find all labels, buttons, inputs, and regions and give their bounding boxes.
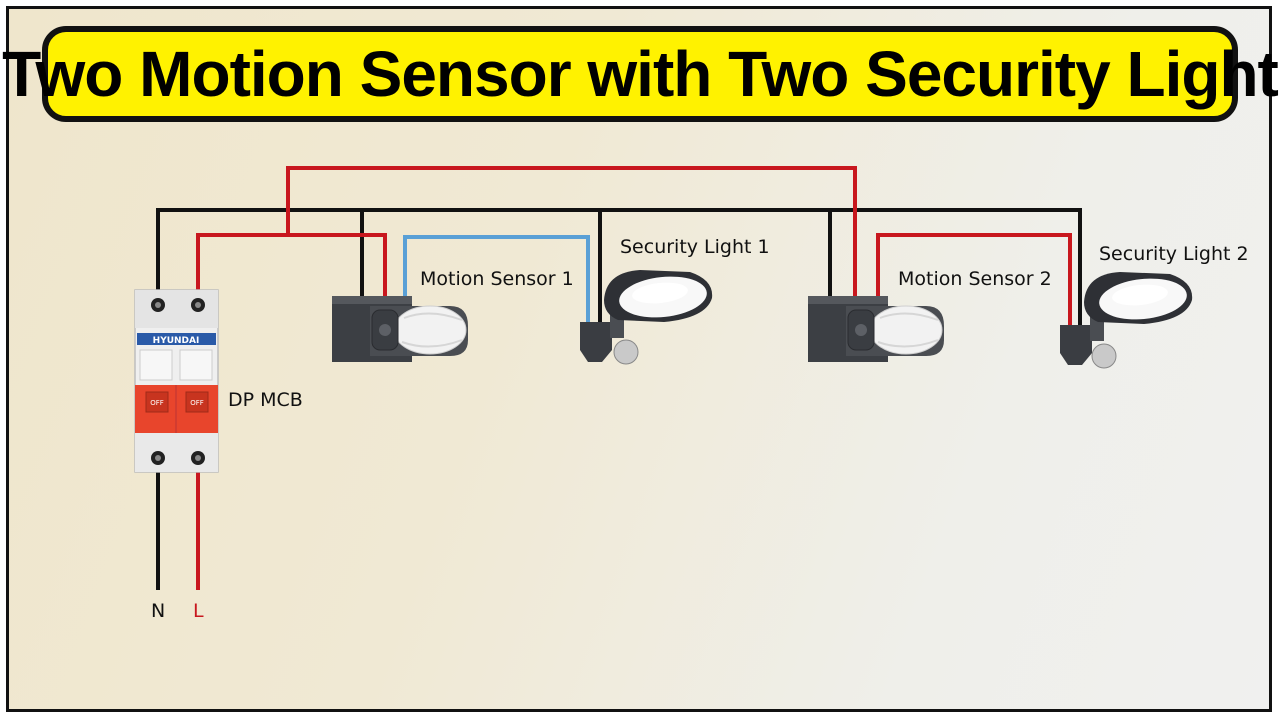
- page-title: Two Motion Sensor with Two Security Ligh…: [2, 38, 1279, 110]
- title-banner: Two Motion Sensor with Two Security Ligh…: [2, 26, 1279, 122]
- motion-sensor-2[interactable]: [808, 296, 944, 362]
- mcb-brand: HYUNDAI: [153, 336, 200, 346]
- security-light-2[interactable]: [1060, 272, 1193, 369]
- security-light-2-label: Security Light 2: [1099, 243, 1249, 265]
- mcb-switch-1-label: OFF: [150, 399, 164, 407]
- neutral-label: N: [151, 600, 166, 622]
- live-label: L: [193, 600, 204, 622]
- live-wire-supply: [196, 233, 387, 590]
- switched-wire-light-2: [876, 233, 1072, 325]
- mcb-switch-2-label: OFF: [190, 399, 204, 407]
- live-wire-link: [286, 166, 857, 300]
- neutral-wire-bus: [156, 208, 1082, 590]
- motion-sensor-1-label: Motion Sensor 1: [420, 268, 574, 290]
- motion-sensor-2-label: Motion Sensor 2: [898, 268, 1052, 290]
- dp-mcb[interactable]: HYUNDAI OFF OFF: [134, 289, 219, 473]
- security-light-1[interactable]: [580, 270, 713, 365]
- security-light-1-label: Security Light 1: [620, 236, 770, 258]
- switched-wire-light-1: [403, 235, 590, 322]
- motion-sensor-1[interactable]: [332, 296, 468, 362]
- mcb-label: DP MCB: [228, 389, 303, 411]
